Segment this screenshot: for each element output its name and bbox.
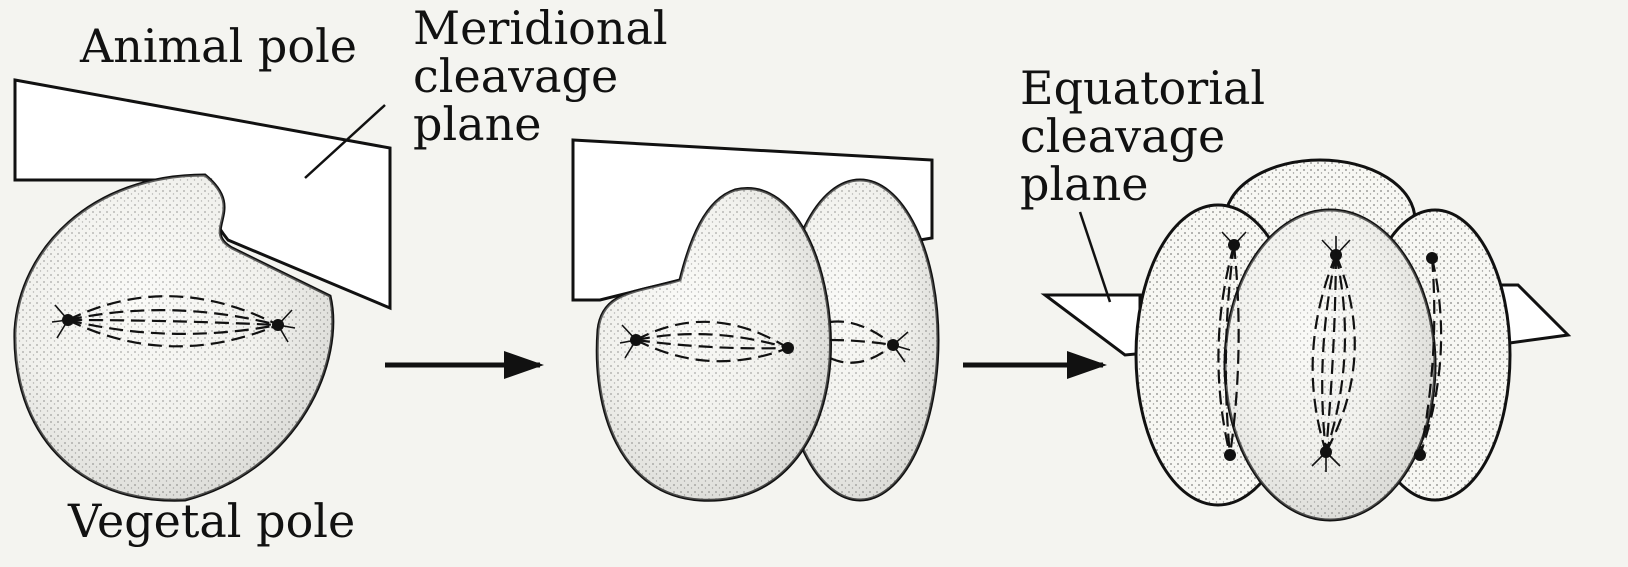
equatorial-label-line-1: Equatorial: [1020, 61, 1265, 115]
stage-four-cell: [1045, 160, 1568, 520]
equatorial-label-line-3: plane: [1020, 157, 1148, 211]
meridional-label-line-1: Meridional: [413, 1, 668, 55]
vegetal-pole-label: Vegetal pole: [67, 494, 355, 548]
stage-two-cell: [573, 140, 938, 500]
animal-pole-label: Animal pole: [79, 19, 357, 73]
equatorial-label-line-2: cleavage: [1020, 109, 1225, 163]
stage-one-egg: [15, 80, 390, 500]
meridional-label-line-2: cleavage: [413, 49, 618, 103]
equatorial-leader-line: [1080, 212, 1110, 302]
meridional-label-line-3: plane: [413, 97, 541, 151]
